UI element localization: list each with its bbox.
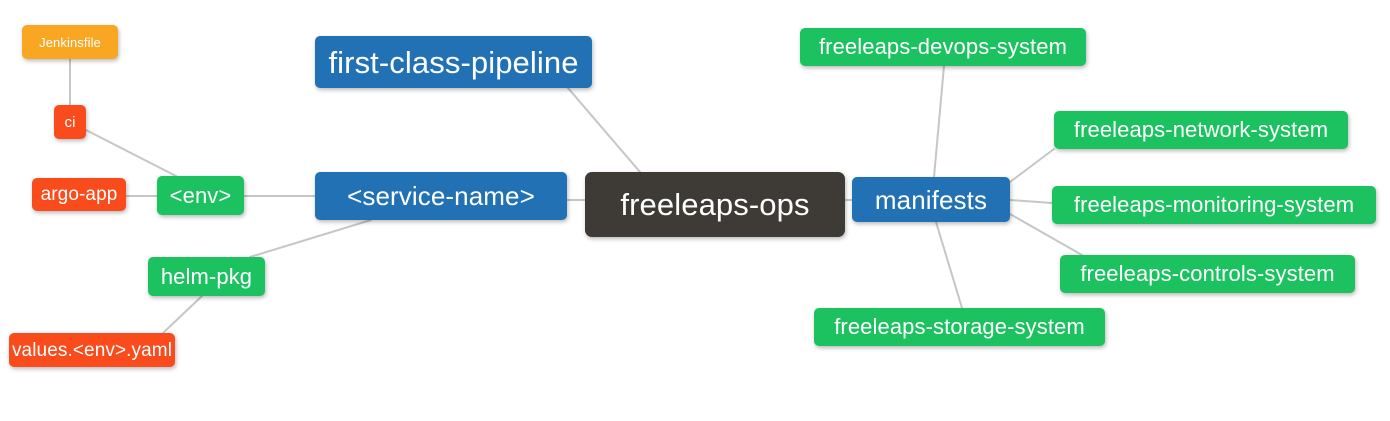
node-env[interactable]: <env> (157, 176, 244, 215)
node-manifests[interactable]: manifests (852, 177, 1010, 222)
edge-helm-pkg-to-service-name (249, 219, 372, 258)
node-freeleaps-controls-system[interactable]: freeleaps-controls-system (1060, 255, 1355, 293)
node-ci[interactable]: ci (54, 105, 86, 139)
node-service-name[interactable]: <service-name> (315, 172, 567, 220)
node-helm-pkg[interactable]: helm-pkg (148, 257, 265, 296)
node-freeleaps-storage-system[interactable]: freeleaps-storage-system (814, 308, 1105, 346)
edge-manifests-to-freeleaps-devops-system (933, 65, 945, 178)
node-freeleaps-monitoring-system[interactable]: freeleaps-monitoring-system (1052, 186, 1376, 224)
edge-ci-to-env (85, 129, 177, 177)
edge-manifests-to-freeleaps-monitoring-system (1009, 199, 1053, 204)
node-argo-app[interactable]: argo-app (32, 178, 126, 211)
node-first-class-pipeline[interactable]: first-class-pipeline (315, 36, 592, 88)
node-jenkinsfile[interactable]: Jenkinsfile (22, 25, 118, 59)
node-values-yaml[interactable]: values.<env>.yaml (9, 333, 175, 367)
node-freeleaps-network-system[interactable]: freeleaps-network-system (1054, 111, 1348, 149)
edge-manifests-to-freeleaps-network-system (1009, 148, 1055, 183)
node-freeleaps-ops[interactable]: freeleaps-ops (585, 172, 845, 237)
edge-values-yaml-to-helm-pkg (162, 295, 203, 334)
edge-manifests-to-freeleaps-storage-system (935, 221, 963, 309)
node-freeleaps-devops-system[interactable]: freeleaps-devops-system (800, 28, 1086, 66)
edge-first-class-pipeline-to-freeleaps-ops (567, 87, 641, 173)
